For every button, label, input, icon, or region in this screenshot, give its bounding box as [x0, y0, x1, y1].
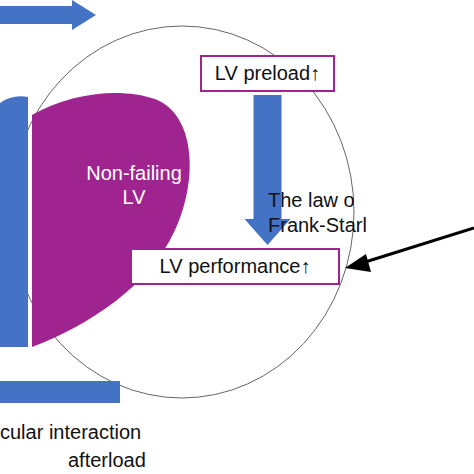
cycle-arrow [0, 0, 96, 30]
leader-arrowhead [345, 254, 371, 272]
edge-label: The law o Frank-Starl [268, 188, 386, 238]
leader-line [362, 228, 474, 263]
process-box: LV preload↑ [200, 55, 335, 92]
box-label: LV preload↑ [215, 62, 320, 85]
ventricle-fill [32, 93, 190, 347]
box-label: LV performance↑ [160, 255, 311, 278]
septum-wall [0, 96, 28, 347]
free-label: cular interaction [0, 420, 141, 445]
cycle-arrow [0, 381, 120, 403]
process-box: LV performance↑ [130, 248, 340, 285]
cycle-circle [10, 26, 354, 398]
ventricle-outline [0, 85, 195, 355]
shape-label: Non-failing LV [78, 161, 190, 209]
ventricle-shape: Non-failing LV [0, 85, 195, 355]
free-label: afterload [68, 448, 146, 473]
